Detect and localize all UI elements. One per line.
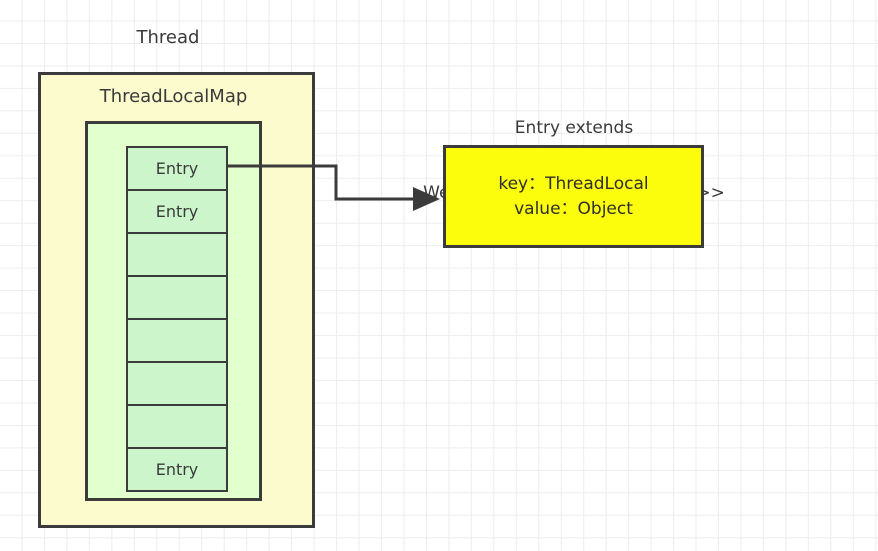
- threadlocalmap-label: ThreadLocalMap: [99, 86, 248, 107]
- entry-cell[interactable]: Entry: [126, 447, 228, 492]
- entry-cell[interactable]: [126, 361, 228, 406]
- entry-cell[interactable]: Entry: [126, 189, 228, 234]
- entry-cell[interactable]: Entry: [126, 146, 228, 191]
- entry-key-line: key：ThreadLocal: [498, 174, 649, 195]
- entry-cell[interactable]: [126, 318, 228, 363]
- entry-cell[interactable]: [126, 404, 228, 449]
- thread-label: Thread: [136, 27, 200, 48]
- entry-object-box: key：ThreadLocal value：Object: [443, 145, 704, 248]
- entry-extends-line-1: Entry extends: [514, 117, 634, 138]
- entry-cell[interactable]: [126, 275, 228, 320]
- entry-cell[interactable]: [126, 232, 228, 277]
- entry-table: Entry Entry Entry: [126, 146, 228, 492]
- entry-value-line: value：Object: [514, 198, 633, 219]
